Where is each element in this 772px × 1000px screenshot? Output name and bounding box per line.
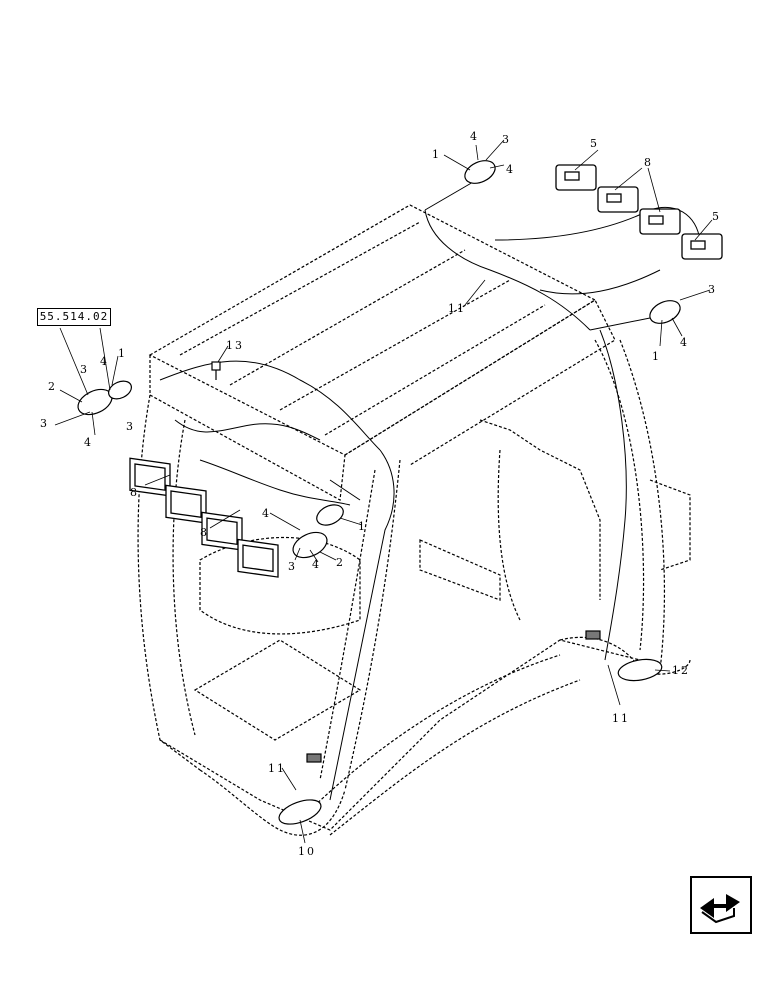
callout-3: 3 xyxy=(288,560,297,573)
side-light-top xyxy=(464,160,496,184)
callout-4: 4 xyxy=(312,558,321,571)
callout-4: 4 xyxy=(100,355,109,368)
callout-1: 1 xyxy=(358,520,367,533)
callout-3: 3 xyxy=(40,417,49,430)
callout-5: 5 xyxy=(712,210,721,223)
callout-labels: 1 4 3 4 5 8 5 3 4 1 11 13 1 4 3 2 3 4 3 … xyxy=(40,130,721,858)
side-light-left xyxy=(77,380,132,416)
work-lamps-front xyxy=(129,457,279,578)
callout-4: 4 xyxy=(506,163,515,176)
connector-plug-rear xyxy=(585,630,601,640)
callout-8: 8 xyxy=(200,526,209,539)
side-light-front xyxy=(292,504,344,559)
callout-3: 3 xyxy=(502,133,511,146)
callout-11: 11 xyxy=(612,712,630,725)
leader-lines xyxy=(54,139,713,844)
bolt-13 xyxy=(211,361,221,380)
callout-4: 4 xyxy=(262,507,271,520)
callout-1: 1 xyxy=(118,347,127,360)
lower-light xyxy=(278,799,322,825)
callout-3: 3 xyxy=(708,283,717,296)
callout-11: 11 xyxy=(448,302,466,315)
wire-harness xyxy=(159,177,701,801)
work-lamp-4 xyxy=(237,538,279,578)
rear-lamp-3 xyxy=(639,208,681,235)
callout-2: 2 xyxy=(336,556,345,569)
callout-2: 2 xyxy=(48,380,57,393)
callout-5: 5 xyxy=(590,137,599,150)
arrow-graphic xyxy=(700,894,740,924)
work-lamps-rear xyxy=(555,164,723,260)
side-light-right xyxy=(649,300,681,324)
next-page-arrow-icon[interactable] xyxy=(690,876,752,934)
connector-plug-lower xyxy=(306,753,322,763)
callout-1: 1 xyxy=(432,148,441,161)
callout-8: 8 xyxy=(130,486,139,499)
rear-lamp-1 xyxy=(555,164,597,191)
rear-lamp-2 xyxy=(597,186,639,213)
rear-corner-light xyxy=(617,658,663,682)
callout-12: 12 xyxy=(672,664,690,677)
callout-11: 11 xyxy=(268,762,286,775)
callout-1: 1 xyxy=(652,350,661,363)
callout-3: 3 xyxy=(126,420,135,433)
callout-8: 8 xyxy=(644,156,653,169)
work-lamp-1 xyxy=(129,457,171,497)
side-lights xyxy=(77,160,681,825)
work-lamp-2 xyxy=(165,484,207,524)
work-lamp-3 xyxy=(201,511,243,551)
callout-4: 4 xyxy=(680,336,689,349)
rear-lamp-4 xyxy=(681,233,723,260)
callout-4: 4 xyxy=(84,436,93,449)
callout-4: 4 xyxy=(470,130,479,143)
callout-3: 3 xyxy=(80,363,89,376)
callout-13: 13 xyxy=(226,339,244,352)
cross-reference-box[interactable]: 55.514.02 xyxy=(37,308,111,326)
cab-frame-outline xyxy=(137,204,691,836)
callout-10: 10 xyxy=(298,845,316,858)
